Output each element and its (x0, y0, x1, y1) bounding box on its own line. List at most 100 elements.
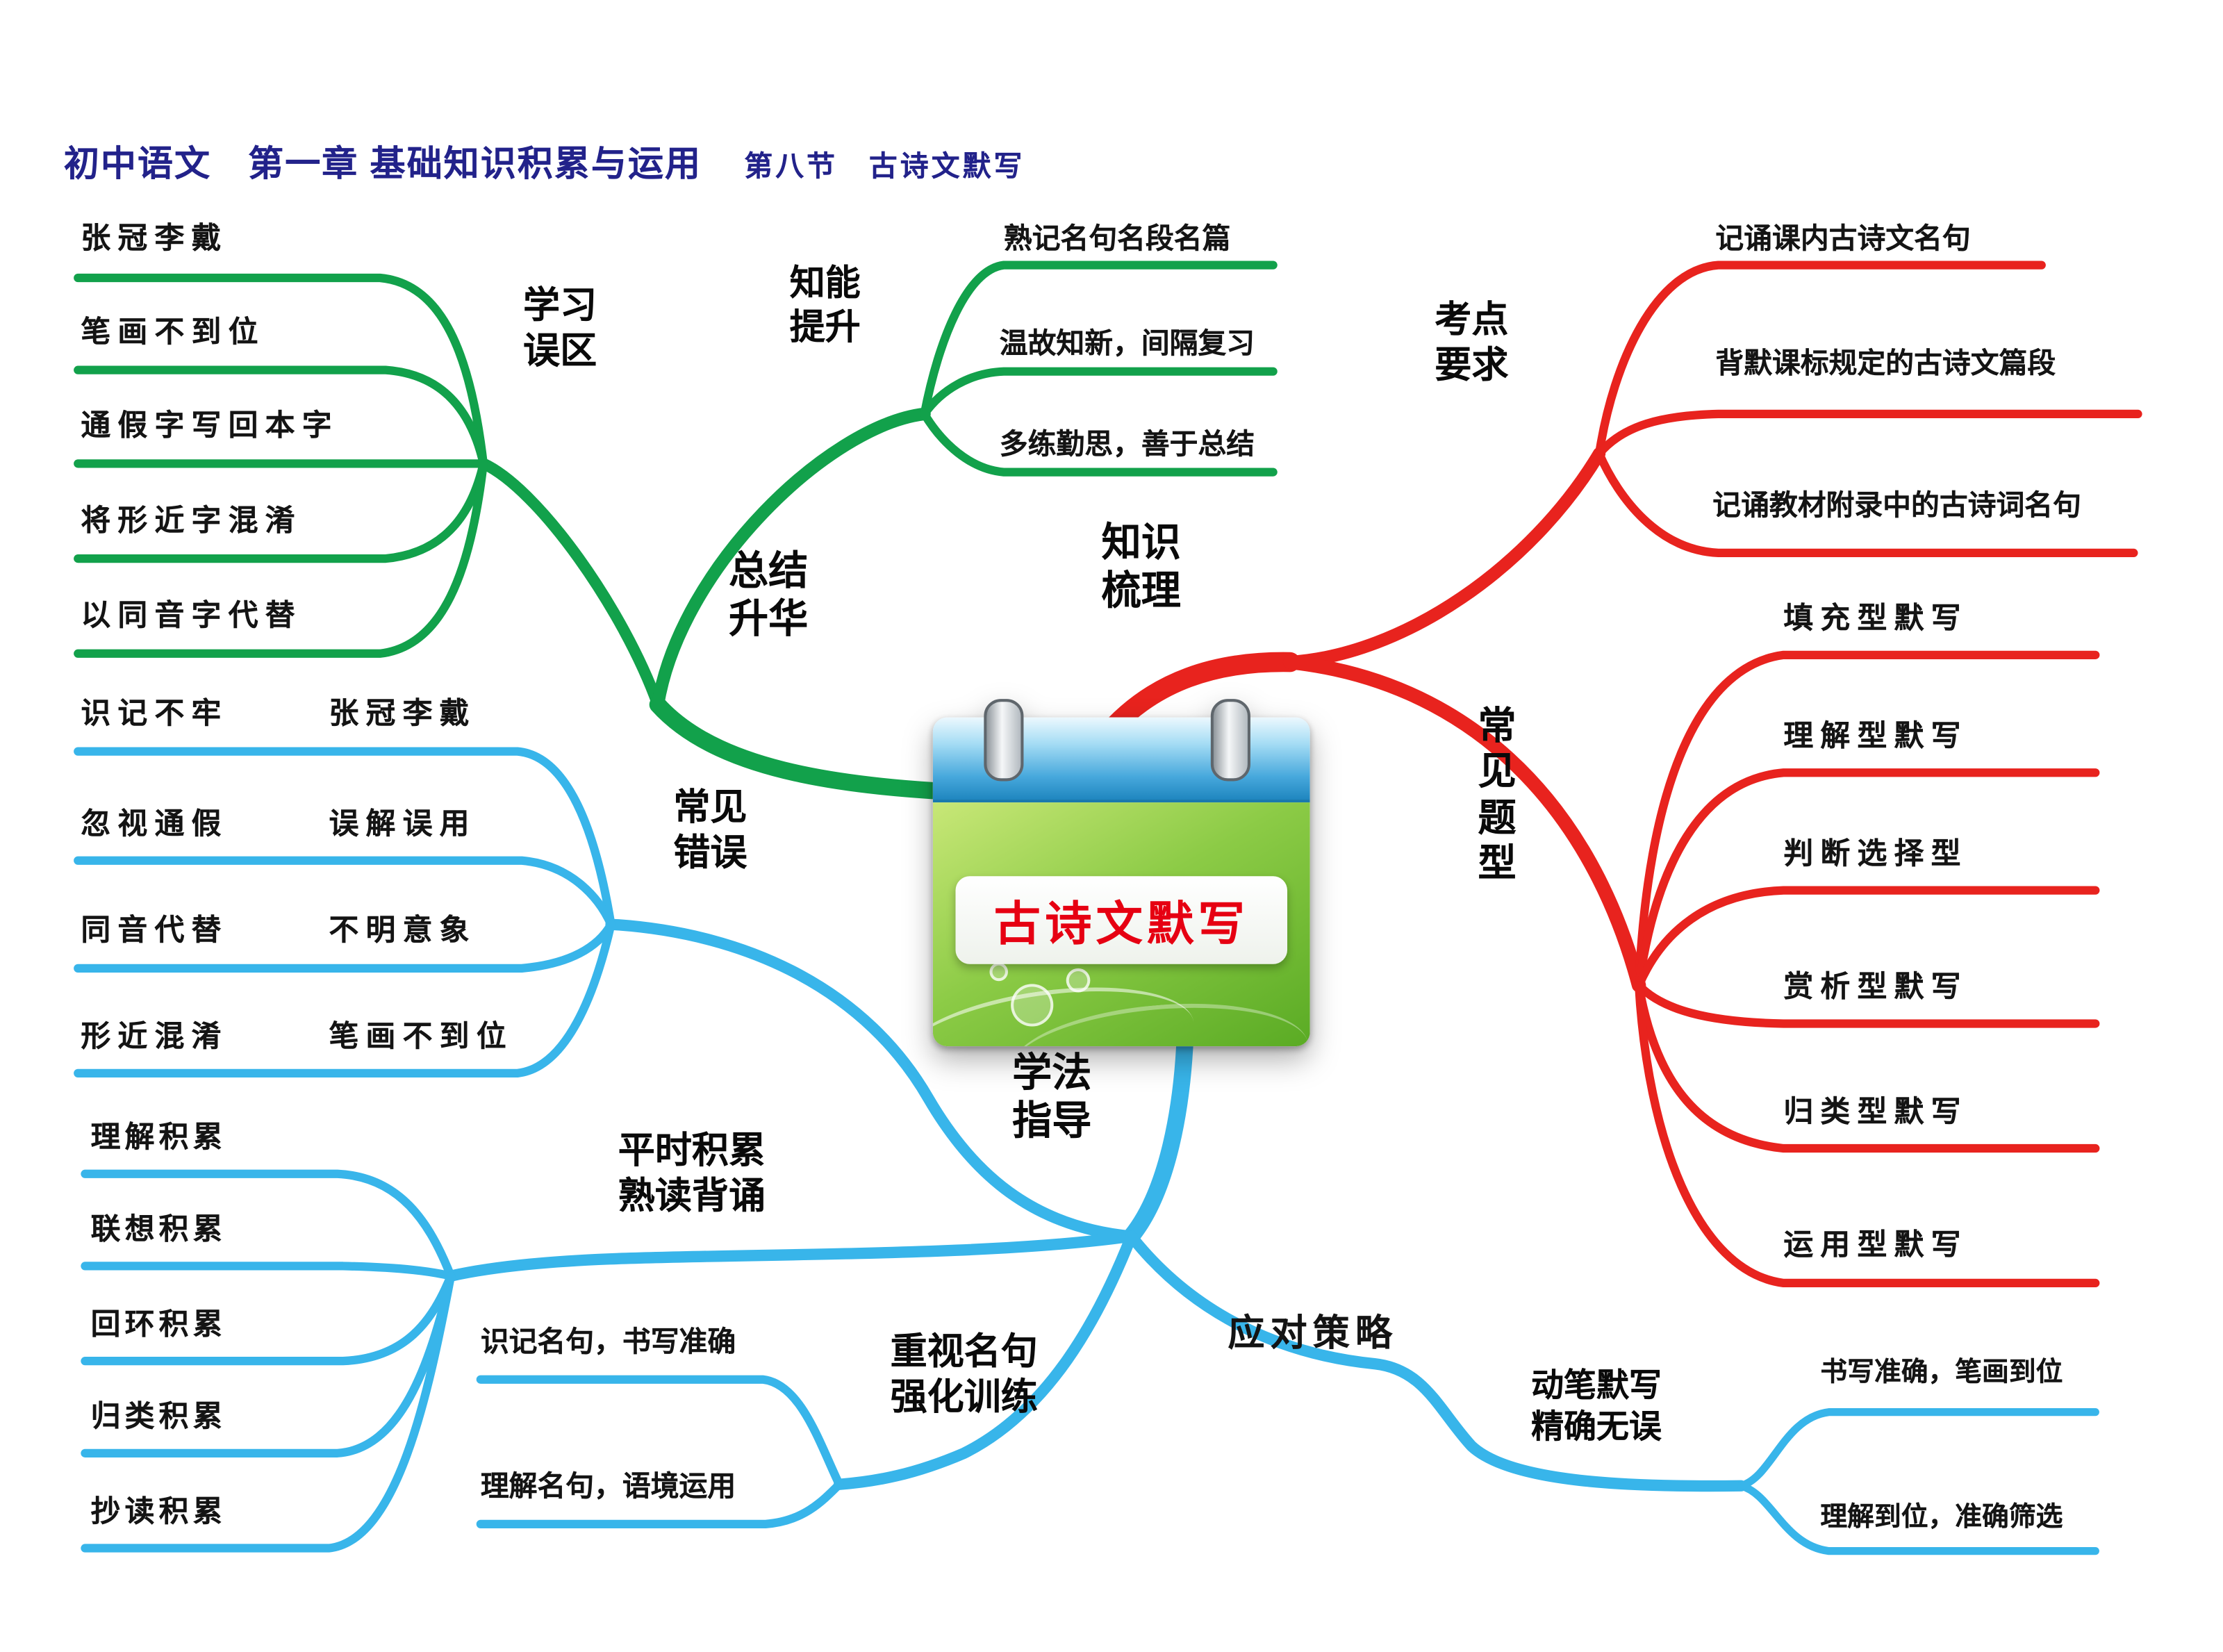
blue-error-result-1: 张冠李戴 (329, 697, 477, 731)
blue-error-result-2: 误解误用 (329, 808, 477, 841)
blue-error-cause-1: 识记不牢 (81, 697, 229, 731)
node-line: 熟读背诵 (618, 1173, 766, 1216)
connector-error-row-1 (74, 747, 615, 929)
node-line: 升华 (728, 597, 809, 641)
red-exam-item-1: 记诵课内古诗文名句 (1715, 224, 1971, 256)
connector-error-row-4 (74, 920, 615, 1078)
connector-type-item-6 (1635, 981, 2100, 1288)
connector-dictation-item-2 (1737, 1482, 2099, 1555)
node-line: 要求 (1435, 342, 1509, 386)
page-header: 初中语文 第一章 基础知识积累与运用 第八节 古诗文默写 (64, 136, 1025, 187)
blue-dictation-item-1: 书写准确，笔画到位 (1820, 1358, 2063, 1388)
node-common-errors: 常见 错误 (650, 786, 772, 875)
red-type-item-3: 判断选择型 (1783, 838, 1968, 871)
node-line: 知能 (789, 263, 861, 304)
connector-mistake-item-5 (74, 459, 488, 658)
node-line: 精确无误 (1531, 1407, 1662, 1445)
connector-type-item-1 (1635, 650, 2100, 990)
node-line: 知识 (1101, 520, 1181, 565)
node-line: 错误 (673, 830, 747, 873)
node-famous-lines-training: 重视名句 强化训练 (865, 1330, 1064, 1419)
connector-accumulate-item-5 (81, 1271, 456, 1553)
node-line: 平时积累 (618, 1128, 766, 1171)
node-line: 题 (1478, 796, 1517, 839)
node-knowledge-organization: 知识 梳理 (1077, 519, 1205, 616)
green-mistake-item-4: 将形近字混淆 (81, 504, 302, 538)
connector-red-to-exam-points (1283, 447, 1606, 669)
red-type-item-6: 运用型默写 (1783, 1229, 1968, 1262)
green-improve-item-2: 温故知新，间隔复习 (999, 329, 1255, 361)
blue-error-cause-4: 形近混淆 (81, 1021, 229, 1054)
bubble-decoration (989, 962, 1009, 982)
blue-famous-item-2: 理解名句，语境运用 (480, 1471, 736, 1503)
center-topic-banner: 古诗文默写 (955, 876, 1288, 964)
connector-blue-to-errors (605, 918, 1137, 1242)
node-daily-accumulation: 平时积累 熟读背诵 (593, 1128, 791, 1218)
binder-ring-left-icon (984, 699, 1024, 782)
connector-exam-item-2 (1594, 409, 2142, 459)
green-improve-item-3: 多练勤思，善于总结 (999, 429, 1255, 461)
node-line: 学法 (1012, 1050, 1092, 1095)
node-common-question-types: 常 见 题 型 (1474, 703, 1519, 886)
node-line: 考点 (1435, 297, 1509, 340)
connector-famous-item-1 (476, 1375, 844, 1489)
connector-green-to-mistakes (477, 458, 664, 711)
connector-improve-item-3 (920, 409, 1278, 477)
connector-type-item-4 (1635, 981, 2100, 1028)
node-response-strategy: 应对策略 (1228, 1311, 1398, 1354)
blue-accumulate-item-1: 理解积累 (90, 1121, 227, 1155)
node-study-method-guidance: 学法 指导 (989, 1049, 1114, 1146)
node-line: 误区 (523, 328, 597, 372)
connector-error-row-2 (74, 856, 615, 929)
connector-improve-item-1 (920, 261, 1278, 419)
connector-green-to-improve (651, 407, 931, 711)
blue-error-cause-3: 同音代替 (81, 914, 229, 948)
blue-accumulate-item-3: 回环积累 (90, 1308, 227, 1341)
connector-improve-item-2 (920, 367, 1278, 419)
connector-type-item-3 (1635, 886, 2100, 990)
connector-dictation-item-1 (1737, 1408, 2099, 1490)
blue-accumulate-item-5: 抄读积累 (90, 1496, 227, 1528)
page-subtitle: 第八节 古诗文默写 (744, 151, 1025, 183)
red-type-item-5: 归类型默写 (1783, 1096, 1968, 1129)
node-line: 提升 (789, 306, 861, 347)
connector-famous-item-2 (476, 1480, 844, 1528)
center-topic-label: 古诗文默写 (993, 897, 1249, 950)
blue-famous-item-1: 识记名句，书写准确 (480, 1327, 736, 1359)
connector-exam-item-1 (1594, 261, 2046, 459)
green-improve-item-1: 熟记名句名段名篇 (1003, 224, 1231, 256)
node-line: 见 (1478, 750, 1517, 793)
blue-error-result-4: 笔画不到位 (329, 1021, 513, 1054)
node-learning-misconceptions: 学习 误区 (499, 283, 621, 373)
green-mistake-item-2: 笔画不到位 (81, 316, 265, 349)
red-type-item-1: 填充型默写 (1783, 602, 1968, 636)
node-line: 学习 (523, 283, 597, 327)
connector-blue-to-strategy (1125, 1230, 1747, 1492)
connector-blue-to-accumulate (445, 1230, 1137, 1282)
connector-mistake-item-2 (74, 365, 488, 468)
page-title: 初中语文 第一章 基础知识积累与运用 (63, 144, 702, 185)
connector-red-trunk (1104, 652, 1300, 736)
center-topic-card: 古诗文默写 (932, 699, 1310, 1047)
node-line: 型 (1478, 842, 1517, 885)
bubble-decoration (1011, 984, 1054, 1027)
blue-dictation-item-2: 理解到位，准确筛选 (1820, 1503, 2063, 1533)
red-exam-item-3: 记诵教材附录中的古诗词名句 (1712, 490, 2081, 522)
node-exam-point-requirements: 考点 要求 (1411, 298, 1533, 388)
node-line: 强化训练 (890, 1375, 1038, 1418)
red-exam-item-2: 背默课标规定的古诗文篇段 (1715, 349, 2056, 380)
red-type-item-2: 理解型默写 (1783, 720, 1968, 753)
connector-type-item-5 (1635, 981, 2100, 1153)
node-summary-sublimation: 总结 升华 (706, 547, 831, 644)
connector-mistake-item-1 (74, 273, 488, 468)
connector-accumulate-item-1 (81, 1169, 456, 1280)
node-line: 常 (1478, 704, 1517, 747)
blue-error-result-3: 不明意象 (329, 914, 477, 948)
node-line: 总结 (728, 548, 809, 593)
connector-accumulate-item-2 (81, 1262, 456, 1280)
node-line: 常见 (673, 785, 747, 828)
bubble-decoration (1066, 968, 1091, 993)
green-mistake-item-5: 以同音字代替 (81, 600, 302, 633)
node-knowledge-improvement: 知能 提升 (764, 263, 886, 349)
